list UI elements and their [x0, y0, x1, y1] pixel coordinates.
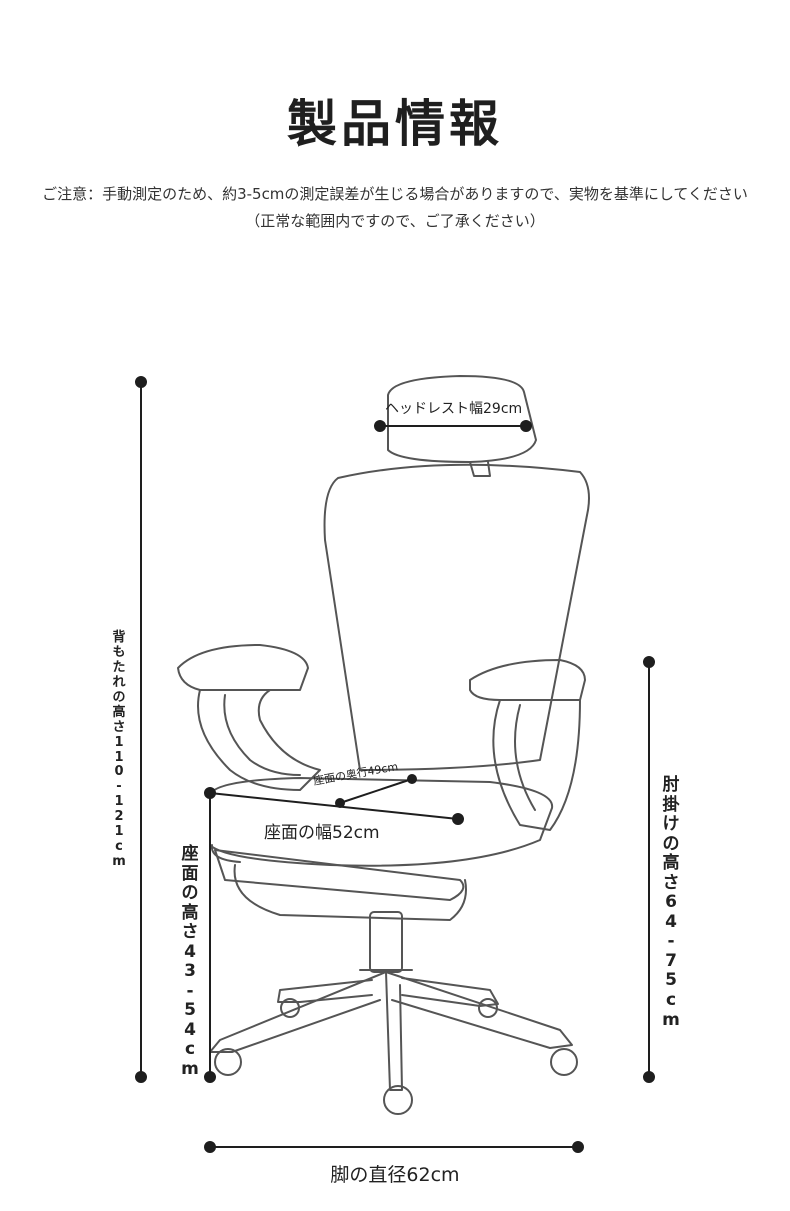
vertical-label-char: c — [115, 839, 123, 855]
dimension-lines — [135, 376, 655, 1153]
vertical-label-char: 6 — [665, 892, 677, 913]
dim-dot — [135, 1071, 147, 1083]
vertical-label-char: 座 — [181, 844, 199, 864]
vertical-label-char: け — [662, 814, 680, 835]
dim-dot — [135, 376, 147, 388]
dim-dot — [572, 1141, 584, 1153]
vertical-label-char: 1 — [114, 794, 124, 810]
dim-dot — [335, 798, 345, 808]
vertical-label-char: 高 — [662, 853, 680, 874]
measurement-note-sub: （正常な範囲内ですので、ご了承ください） — [245, 212, 545, 230]
dim-dot — [374, 420, 386, 432]
vertical-label-char: さ — [112, 719, 126, 735]
vertical-label-char: c — [184, 1039, 196, 1060]
page-title: 製品情報 — [287, 95, 503, 153]
seat-width-line — [209, 792, 459, 820]
vertical-label-char: - — [116, 779, 122, 795]
dim-dot — [204, 1071, 216, 1083]
vertical-label-char: の — [662, 833, 680, 854]
vertical-label-char: 背 — [112, 630, 126, 645]
vertical-label-char: 1 — [114, 749, 124, 765]
vertical-label-char: れ — [112, 674, 126, 690]
vertical-label-char: 肘 — [662, 775, 680, 795]
vertical-label-char: 4 — [665, 911, 677, 932]
vertical-label-char: の — [181, 883, 199, 904]
vertical-label-char: も — [112, 644, 126, 660]
vertical-label-char: - — [186, 980, 194, 1001]
dim-dot — [643, 656, 655, 668]
vertical-label-char: さ — [662, 872, 680, 893]
vertical-label-char: 4 — [184, 941, 196, 962]
vertical-label-char: c — [665, 990, 677, 1011]
vertical-label-char: 4 — [184, 1019, 196, 1040]
vertical-label-char: 5 — [665, 970, 677, 991]
vertical-label-char: - — [667, 931, 675, 952]
dim-dot — [204, 787, 216, 799]
vertical-label-char: 7 — [665, 950, 677, 971]
vertical-label-char: 高 — [112, 704, 126, 720]
vertical-label-char: m — [112, 854, 126, 870]
vertical-label-char: た — [112, 659, 126, 675]
dim-dot — [520, 420, 532, 432]
vertical-label-char: 3 — [184, 961, 196, 982]
vertical-label-char: 1 — [114, 824, 124, 840]
measurement-note: ご注意：手動測定のため、約3-5cmの測定誤差が生じる場合がありますので、実物を… — [42, 185, 748, 203]
vertical-label-char: m — [662, 1009, 680, 1030]
vertical-label-char: 1 — [114, 734, 124, 750]
dim-dot — [204, 1141, 216, 1153]
base-diameter-label: 脚の直径62cm — [330, 1164, 460, 1186]
seat-width-label: 座面の幅52cm — [264, 823, 380, 843]
vertical-label-char: 面 — [181, 863, 199, 884]
vertical-label-char: さ — [181, 922, 199, 943]
dim-dot — [452, 813, 464, 825]
vertical-label-char: 掛 — [662, 794, 680, 815]
headrest-width-label: ヘッドレスト幅29cm — [385, 401, 523, 417]
vertical-label-char: 0 — [114, 764, 124, 780]
vertical-label-char: 2 — [114, 809, 124, 825]
vertical-label-char: m — [181, 1059, 199, 1080]
dim-dot — [407, 774, 417, 784]
dim-dot — [643, 1071, 655, 1083]
seat-depth-line — [339, 778, 413, 804]
chair-illustration — [177, 375, 590, 1115]
vertical-label-char: 高 — [181, 902, 199, 923]
vertical-label-char: 5 — [184, 1000, 196, 1021]
vertical-label-char: の — [112, 689, 126, 705]
